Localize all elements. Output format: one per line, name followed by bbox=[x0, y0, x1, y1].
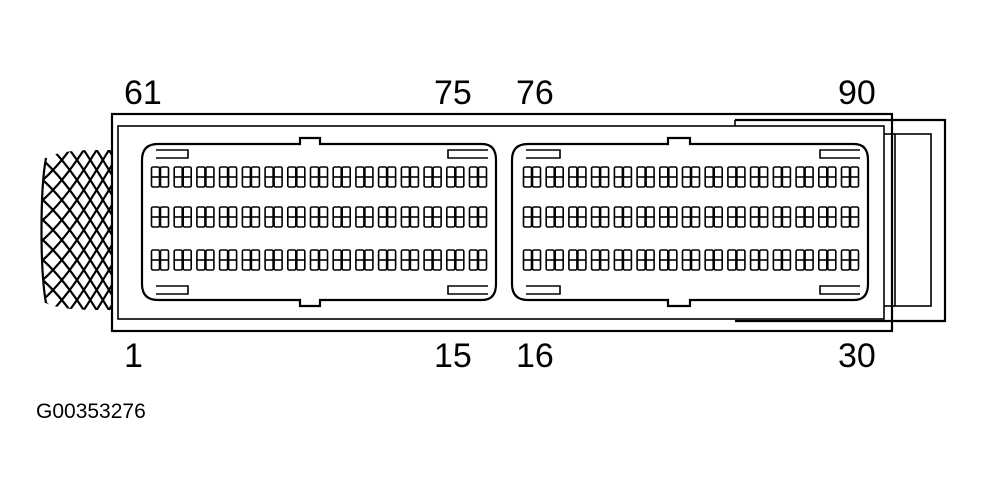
pin-label-16: 16 bbox=[516, 337, 554, 375]
pin-label-61: 61 bbox=[124, 74, 162, 112]
mesh-strand bbox=[41, 150, 112, 151]
mesh-strand bbox=[41, 279, 112, 310]
wire-harness-mesh bbox=[30, 0, 115, 450]
pin-label-90: 90 bbox=[838, 74, 876, 112]
mesh-strand bbox=[41, 150, 112, 181]
right-terminal-block bbox=[510, 136, 870, 308]
mesh-strand bbox=[41, 229, 112, 310]
mesh-strand bbox=[30, 340, 115, 450]
mesh-strand bbox=[41, 239, 112, 310]
mesh-strand bbox=[41, 169, 112, 281]
mesh-strand bbox=[41, 150, 112, 261]
mesh-strand bbox=[41, 150, 112, 201]
connector-body bbox=[110, 112, 947, 333]
pin-label-15: 15 bbox=[434, 337, 472, 375]
pin-label-1: 1 bbox=[124, 337, 143, 375]
mesh-strand bbox=[30, 30, 115, 140]
mesh-strand bbox=[41, 150, 112, 231]
mesh-strand bbox=[41, 199, 112, 310]
mesh-strand bbox=[41, 150, 112, 251]
figure-id: G00353276 bbox=[36, 400, 146, 423]
mesh-strand bbox=[41, 150, 112, 211]
mesh-strand bbox=[41, 299, 112, 310]
mesh-strand bbox=[41, 159, 112, 271]
mesh-strand bbox=[41, 219, 112, 310]
mesh-strand bbox=[41, 249, 112, 310]
left-terminal-block bbox=[140, 136, 498, 308]
pin-label-75: 75 bbox=[434, 74, 472, 112]
mesh-strand bbox=[30, 10, 115, 120]
mesh-strand bbox=[41, 150, 112, 221]
mesh-strand bbox=[41, 150, 112, 241]
mesh-strand bbox=[41, 150, 112, 161]
pin-label-76: 76 bbox=[516, 74, 554, 112]
mesh-strand bbox=[41, 259, 112, 310]
mesh-strand bbox=[41, 189, 112, 301]
mesh-strand bbox=[30, 0, 115, 100]
pin-label-30: 30 bbox=[838, 337, 876, 375]
mesh-strand bbox=[41, 179, 112, 291]
mesh-strand bbox=[41, 209, 112, 310]
